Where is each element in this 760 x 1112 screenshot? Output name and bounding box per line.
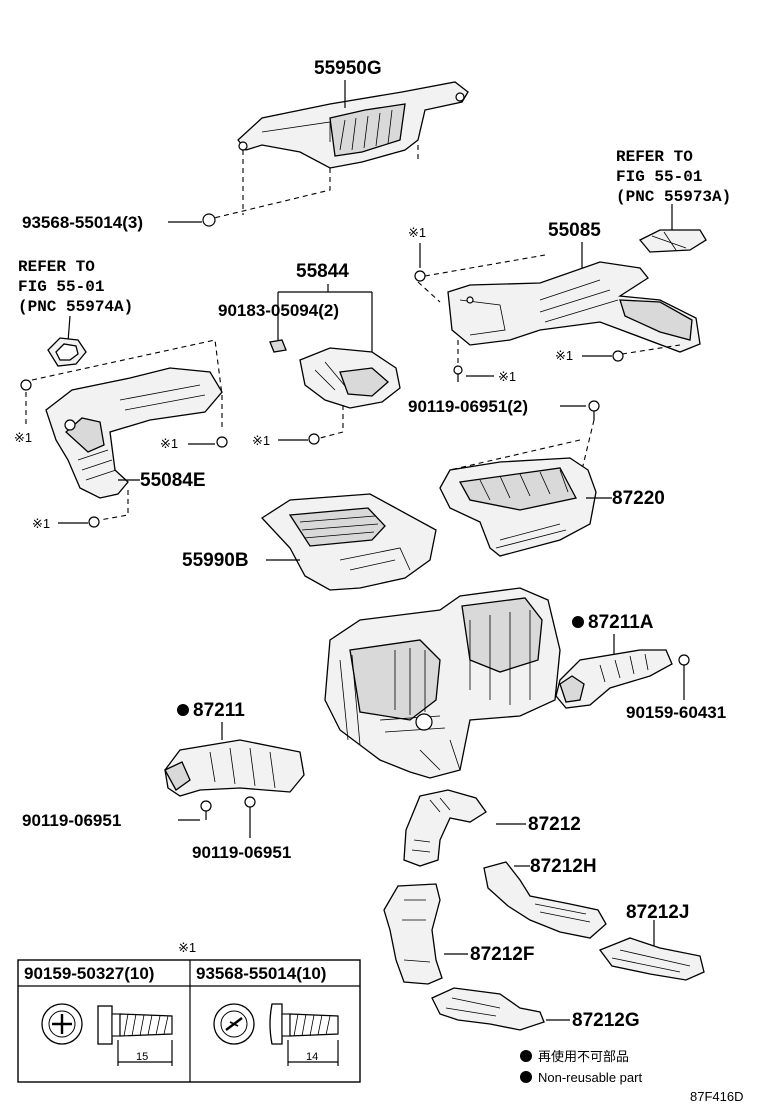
label-87212j: 87212J xyxy=(626,902,689,923)
part-87212h-duct xyxy=(483,861,607,939)
refer-top-line1: REFER TO xyxy=(616,148,693,166)
non-reusable-dot-87211a xyxy=(572,616,584,628)
clip-55084e-top xyxy=(20,379,32,391)
clip-55085-top xyxy=(414,270,426,282)
part-87211-duct xyxy=(164,739,305,797)
table-col1-header: 90159-50327(10) xyxy=(24,964,154,983)
label-87220: 87220 xyxy=(612,488,665,509)
label-90119-a: 90119-06951 xyxy=(22,811,121,830)
bolt-90119-2 xyxy=(588,400,600,420)
label-93568-3: 93568-55014(3) xyxy=(22,213,143,232)
bolt-55085-bottom xyxy=(453,365,463,382)
bolt-90119-a xyxy=(200,800,212,820)
part-55974a-ring xyxy=(47,337,87,367)
table-col2-dim: 14 xyxy=(306,1051,318,1063)
label-90183: 90183-05094(2) xyxy=(218,301,339,320)
part-87212j-duct xyxy=(598,937,705,981)
label-55085: 55085 xyxy=(548,220,601,241)
part-87211a-duct xyxy=(555,649,673,709)
refer-top-line2: FIG 55-01 xyxy=(616,168,702,186)
legend-dot-jp xyxy=(520,1050,532,1062)
mark-55084e-bottom: ※1 xyxy=(32,516,50,531)
label-87212h: 87212H xyxy=(530,856,597,877)
refer-left-line2: FIG 55-01 xyxy=(18,278,104,296)
clip-55085-right xyxy=(612,350,624,362)
label-90119-b: 90119-06951 xyxy=(192,843,291,862)
non-reusable-dot-87211 xyxy=(177,704,189,716)
legend-dot-en xyxy=(520,1071,532,1083)
part-55085-duct xyxy=(447,261,701,353)
label-87212g: 87212G xyxy=(572,1010,640,1031)
part-55973a xyxy=(638,229,707,253)
part-hvac-unit xyxy=(324,587,561,779)
label-55990b: 55990B xyxy=(182,550,249,571)
legend-jp: 再使用不可部品 xyxy=(538,1049,629,1064)
part-87212-duct xyxy=(403,789,487,867)
mark-55085-top: ※1 xyxy=(408,225,426,240)
refer-left-line1: REFER TO xyxy=(18,258,95,276)
bolt-55084e xyxy=(216,436,228,448)
label-87212f: 87212F xyxy=(470,944,534,965)
part-55084e-duct xyxy=(45,367,223,499)
bolt-90119-b xyxy=(244,796,256,816)
mark-55085-right: ※1 xyxy=(555,348,573,363)
label-55844: 55844 xyxy=(296,261,349,282)
clip-55844 xyxy=(308,433,320,445)
part-87212g-duct xyxy=(431,987,545,1031)
label-55084e: 55084E xyxy=(140,470,206,491)
label-87211a: 87211A xyxy=(588,612,654,633)
mark-55084e-left: ※1 xyxy=(14,430,32,445)
clip-55084e-bottom xyxy=(88,516,100,528)
part-55990b-outlet xyxy=(260,493,437,591)
mark-55844: ※1 xyxy=(252,433,270,448)
bolt-90159-50327-icon xyxy=(41,1003,173,1066)
label-87212: 87212 xyxy=(528,814,581,835)
table-col1-dim: 15 xyxy=(136,1051,148,1063)
label-55950g: 55950G xyxy=(314,58,382,79)
label-87211: 87211 xyxy=(193,700,245,721)
mark-55084e-right: ※1 xyxy=(160,436,178,451)
clip-93568 xyxy=(202,213,216,227)
part-55950g-duct xyxy=(237,81,469,169)
refer-top-line3: (PNC 55973A) xyxy=(616,188,731,206)
label-90119-2: 90119-06951(2) xyxy=(408,397,528,416)
part-55844-duct xyxy=(299,347,401,409)
part-87220-duct xyxy=(439,457,597,557)
figure-code: 87F416D xyxy=(690,1089,743,1104)
bolt-90159-60431 xyxy=(678,654,690,676)
table-col2-header: 93568-55014(10) xyxy=(196,964,326,983)
part-87212f-duct xyxy=(383,883,443,985)
table-title: ※1 xyxy=(178,940,196,955)
label-90159-60431: 90159-60431 xyxy=(626,703,726,722)
refer-left-line3: (PNC 55974A) xyxy=(18,298,133,316)
clip-90183 xyxy=(269,339,287,353)
legend-en: Non-reusable part xyxy=(538,1070,642,1085)
mark-55085-bottom: ※1 xyxy=(498,369,516,384)
clip-93568-55014-icon xyxy=(213,1003,339,1066)
